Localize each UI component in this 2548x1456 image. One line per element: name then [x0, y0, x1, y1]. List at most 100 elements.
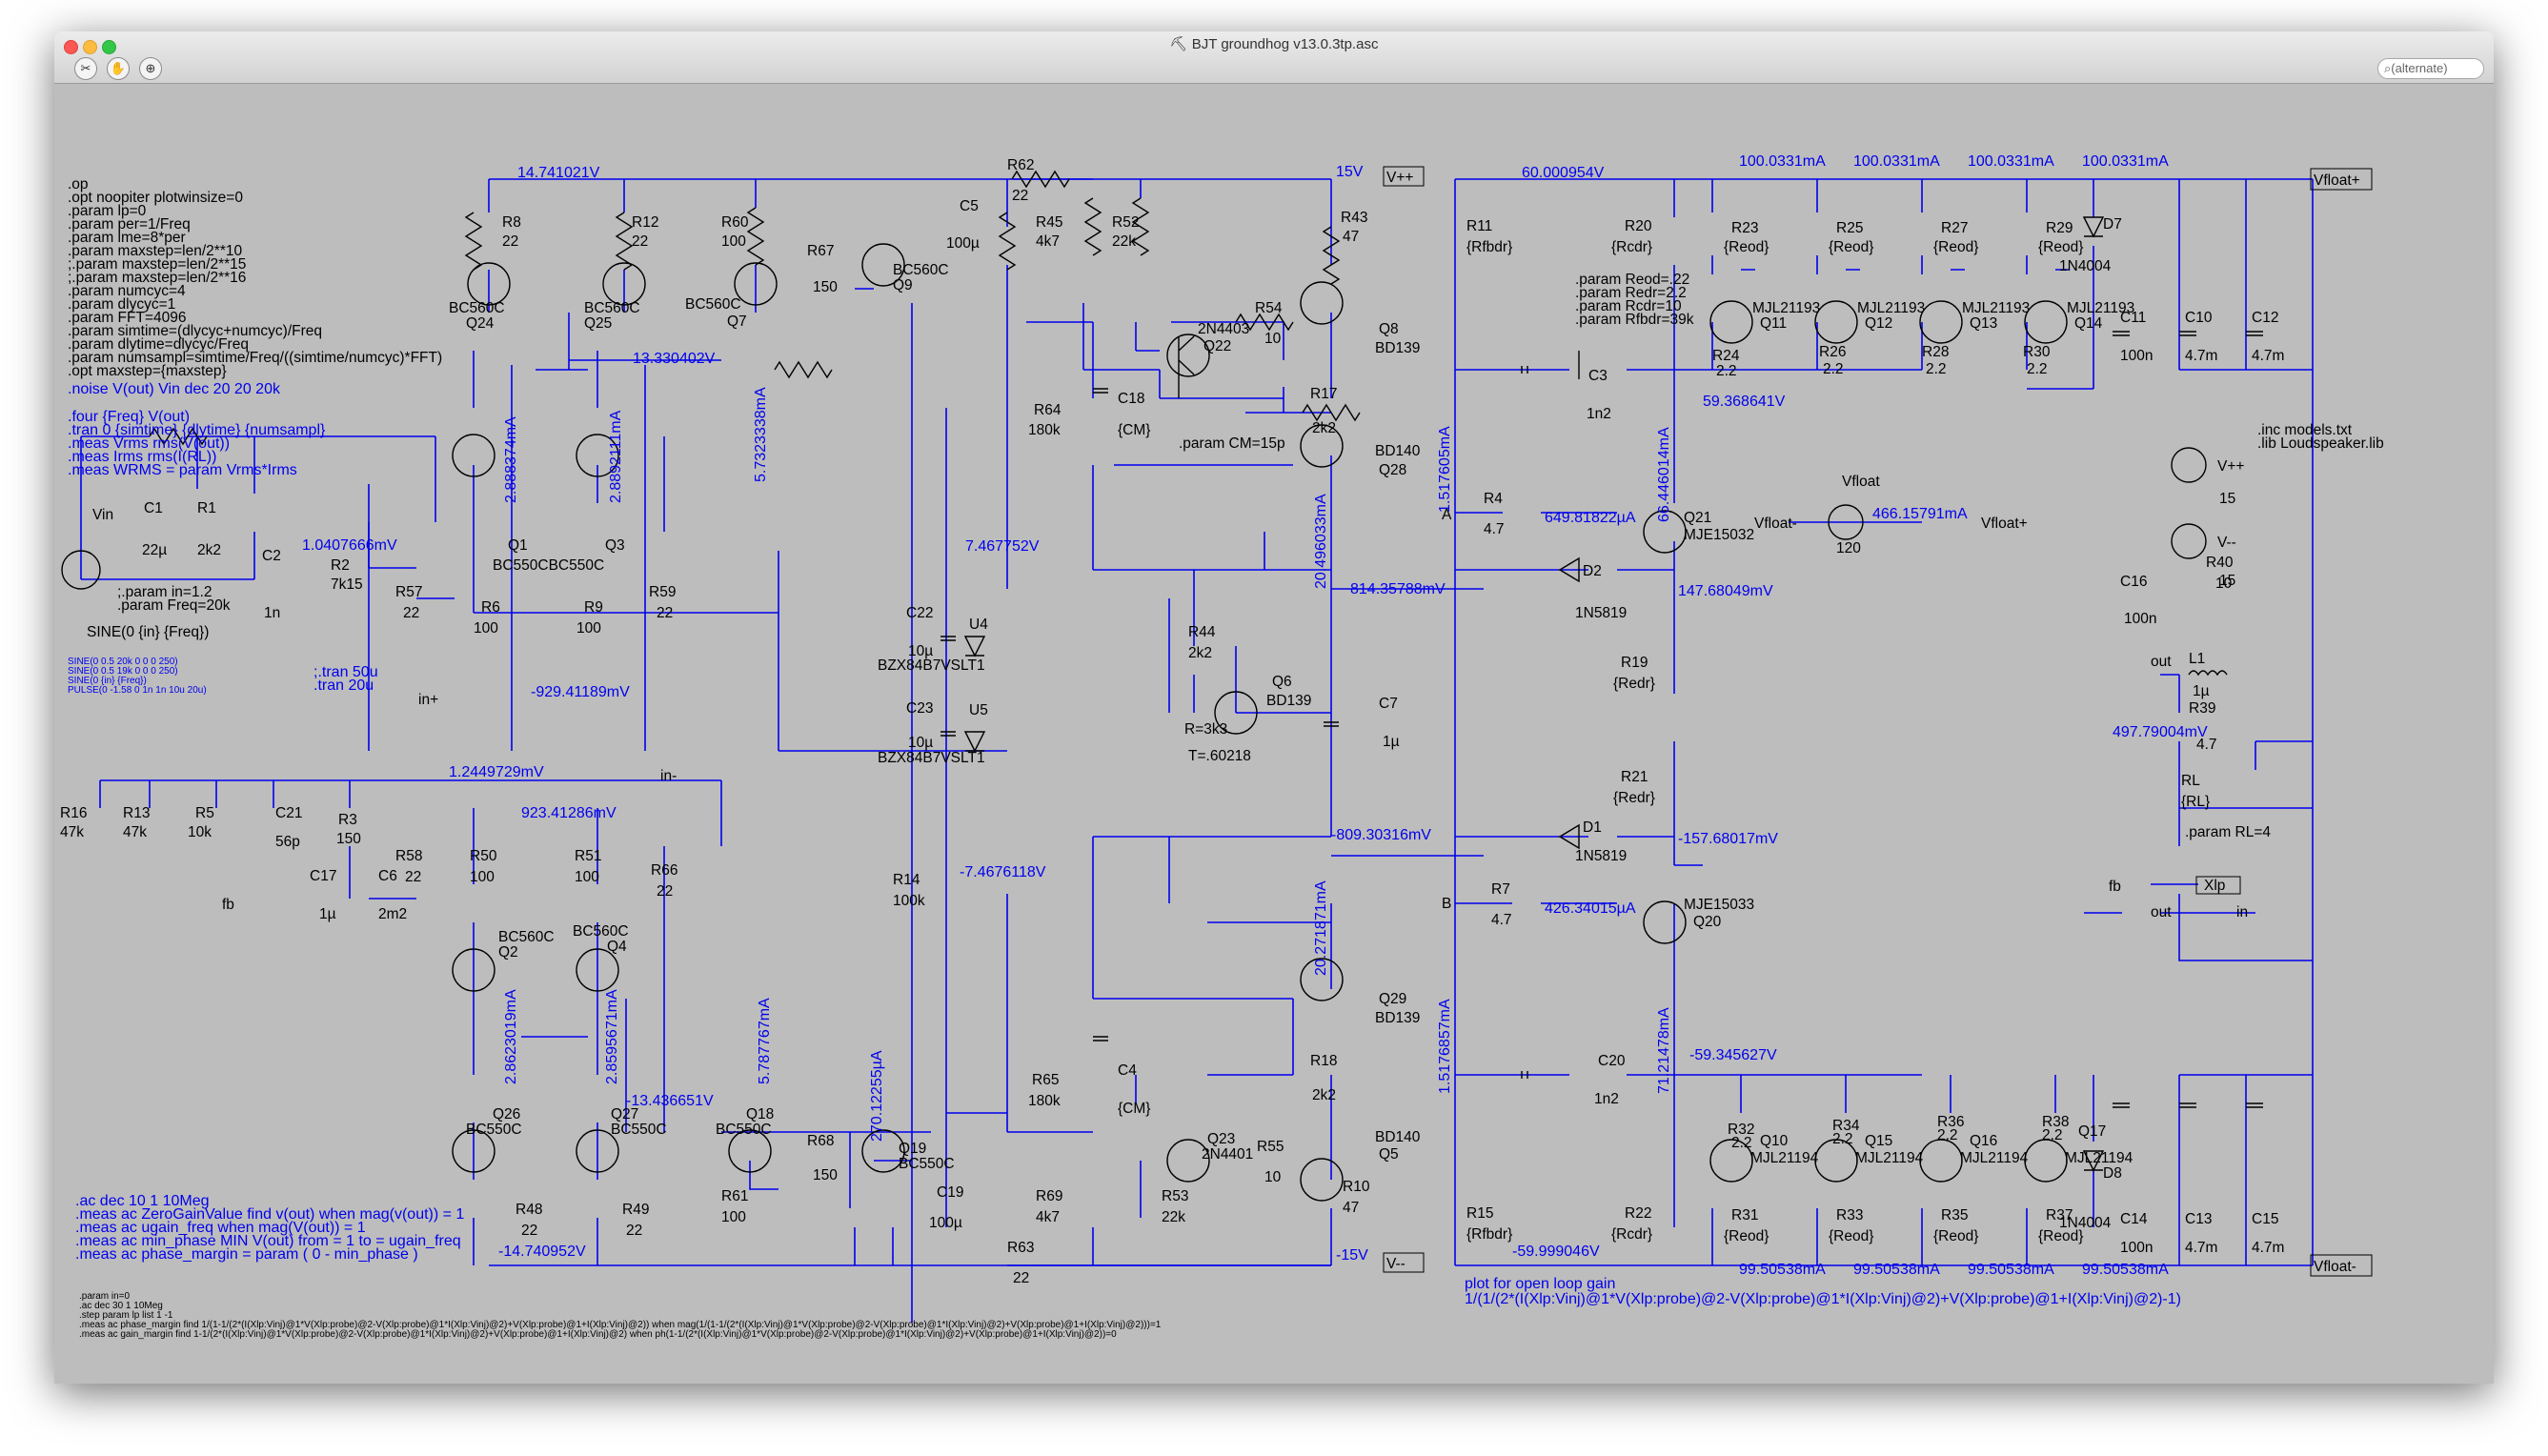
vpp-src: V++: [2217, 458, 2244, 475]
r34-label: R34: [1832, 1118, 1860, 1134]
ac-line: .meas ac ugain_freq when mag(V(out)) = 1: [75, 1220, 366, 1236]
r68-label: R68: [807, 1133, 834, 1149]
d2-label: D2: [1583, 563, 1602, 579]
vfloatp-label: Vfloat+: [2314, 172, 2360, 189]
r28-label: R28: [1922, 344, 1949, 360]
op-label: 923.41286mV: [521, 805, 617, 821]
c21-label: C21: [275, 805, 302, 821]
minimize-button[interactable]: [83, 40, 97, 54]
c22-value: 10µ: [908, 643, 933, 659]
vert-current: 270.12255µA: [869, 1050, 885, 1142]
schematic-canvas[interactable]: .op .opt noopiter plotwinsize=0 .param l…: [54, 84, 2494, 1384]
r1-value: 2k2: [197, 542, 221, 558]
current-label: 99.50538mA: [1968, 1262, 2054, 1278]
c20-label: C20: [1598, 1053, 1626, 1069]
q15-label: Q15: [1865, 1133, 1892, 1149]
vert-current: 2.8892111mA: [608, 410, 624, 503]
r62-value: 22: [1012, 188, 1028, 204]
r39-label: R39: [2189, 700, 2215, 717]
vfloatm-flag: [2310, 1254, 2373, 1277]
op-label: -59.345627V: [1689, 1047, 1777, 1063]
op-label: 59.368641V: [1703, 394, 1786, 410]
wires: [80, 178, 2314, 1323]
q20-type: MJE15033: [1684, 897, 1754, 913]
r23-label: R23: [1731, 220, 1758, 236]
zoom-button[interactable]: [102, 40, 116, 54]
c4-label: C4: [1118, 1062, 1137, 1079]
r2-value: 7k15: [331, 576, 363, 593]
q10-label: Q10: [1760, 1133, 1789, 1149]
op-label: 814.35788mV: [1350, 581, 1446, 597]
d1-label: D1: [1583, 819, 1602, 836]
vert-current: 5.7323338mA: [753, 387, 769, 482]
r59-label: R59: [649, 584, 676, 600]
schematic-svg[interactable]: .op .opt noopiter plotwinsize=0 .param l…: [54, 84, 2494, 1384]
q8-type: BD139: [1375, 340, 1420, 356]
op-label: 147.68049mV: [1678, 583, 1773, 599]
r29-value: {Reod}: [2038, 239, 2083, 255]
r69-value: 4k7: [1036, 1209, 1060, 1225]
c22-label: C22: [906, 605, 933, 621]
op-label: 1.2449729mV: [449, 764, 544, 780]
source-alt: SINE(0 0.5 19k 0 0 0 250): [68, 666, 178, 677]
halt-button[interactable]: ✋: [107, 57, 130, 80]
title-bar: ⛏ BJT groundhog v13.0.3tp.asc ✂ ✋ ⊕ ⌕(al…: [54, 31, 2494, 84]
A-label: A: [1442, 507, 1452, 523]
vfloatp-src: Vfloat+: [1981, 516, 2028, 532]
close-button[interactable]: [64, 40, 78, 54]
settings-button[interactable]: ⊕: [139, 57, 162, 80]
vert-current: 71.21478mA: [1656, 1007, 1672, 1094]
c23-value: 10µ: [908, 735, 933, 751]
vert-current: 20.271871mA: [1313, 880, 1329, 976]
op-label: 60.000954V: [1522, 165, 1605, 181]
r48-label: R48: [516, 1202, 542, 1218]
run-button[interactable]: ✂: [74, 57, 97, 80]
r44-value: 2k2: [1188, 645, 1212, 661]
ac-line: .meas ac ZeroGainValue find v(out) when …: [75, 1206, 464, 1223]
r12-value: 22: [632, 233, 648, 250]
c7-value: 1µ: [1383, 734, 1400, 750]
q18-type: BC550C: [716, 1122, 772, 1138]
r40-label: R40: [2206, 555, 2234, 571]
lib-line: .lib Loudspeaker.lib: [2257, 435, 2384, 452]
q25-type: BC560C: [584, 300, 640, 316]
ac-line: .meas ac min_phase MIN V(out) from = 1 t…: [75, 1233, 461, 1249]
bottom-line: .meas ac phase_margin find 1/(1-1/(2*(I(…: [79, 1320, 1162, 1330]
r15-label: R15: [1466, 1205, 1493, 1222]
q11-type: MJL21193: [1752, 300, 1820, 316]
q5-type: BD140: [1375, 1129, 1421, 1145]
r20-value: {Rcdr}: [1611, 239, 1652, 255]
r37-label: R37: [2046, 1207, 2073, 1223]
net-15v: 15V: [1336, 164, 1364, 180]
c4-value: {CM}: [1118, 1101, 1150, 1117]
op-label: 426.34015µA: [1545, 900, 1636, 917]
r18-label: R18: [1310, 1053, 1337, 1069]
source-param: ;.param in=1.2: [117, 584, 212, 600]
r15-value: {Rfbdr}: [1466, 1226, 1512, 1243]
meas-directive: .meas Irms rms(I(RL)): [68, 449, 216, 465]
q24-type: BC560C: [449, 300, 505, 316]
r14-value: 100k: [893, 893, 925, 909]
r22-label: R22: [1625, 1205, 1651, 1222]
r43-label: R43: [1341, 210, 1367, 226]
r9-value: 100: [576, 620, 601, 637]
q9-label: Q9: [893, 277, 913, 293]
r58-value: 22: [405, 869, 421, 885]
r10-value: 47: [1343, 1200, 1359, 1216]
search-field[interactable]: ⌕(alternate): [2377, 58, 2484, 79]
r10-label: R10: [1343, 1179, 1370, 1195]
c12-value: 4.7m: [2252, 348, 2284, 364]
r57-value: 22: [403, 605, 419, 621]
q12-label: Q12: [1865, 315, 1892, 332]
l1-label: L1: [2189, 651, 2205, 667]
r55-label: R55: [1257, 1139, 1284, 1155]
r50-label: R50: [470, 848, 497, 864]
directive-line: .opt maxstep={maxstep}: [68, 363, 227, 379]
vfloat-current: 466.15791mA: [1872, 506, 1968, 522]
xlp-block[interactable]: [2195, 876, 2241, 895]
operating-points: 14.741021V 13.330402V 1.0407666mV -929.4…: [302, 153, 2208, 1278]
q17-label: Q17: [2078, 1123, 2106, 1140]
r5-value: 10k: [188, 824, 212, 840]
r4-label: R4: [1484, 491, 1503, 507]
r24-value: 2.2: [1716, 363, 1737, 379]
